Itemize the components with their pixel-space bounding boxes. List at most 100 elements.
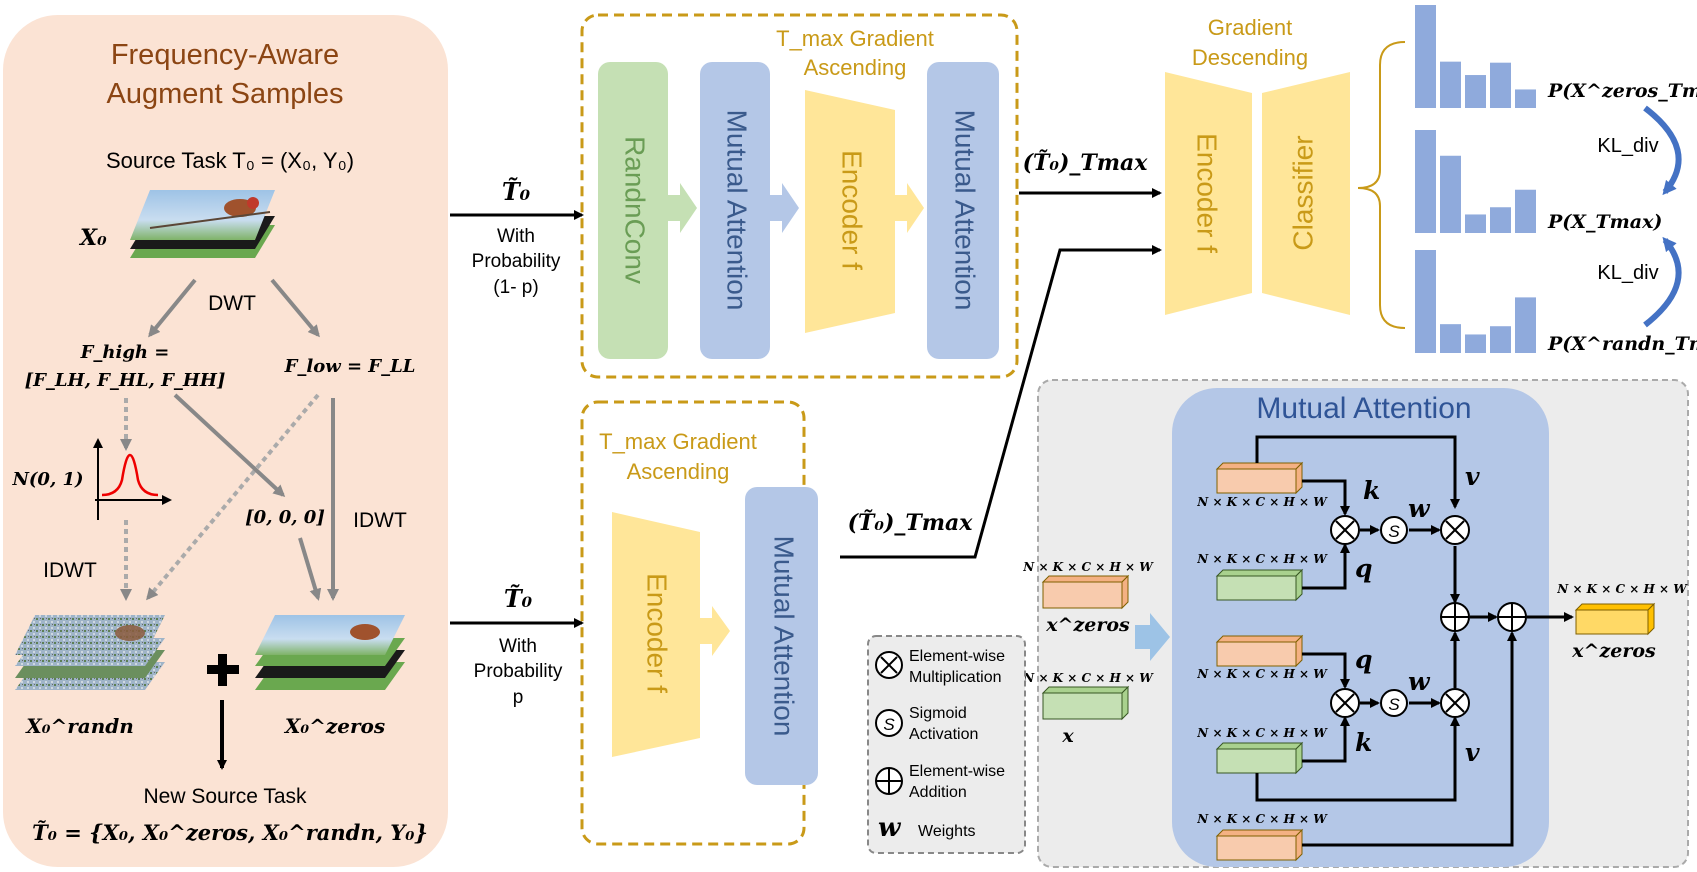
- upper-ma2-label: Mutual Attention: [950, 110, 981, 311]
- bars-zeros-bar-2: [1465, 75, 1486, 108]
- multiply-op-upper-v: [1440, 515, 1470, 545]
- dim-label-xzeros: N × K × C × H × W: [1022, 560, 1154, 574]
- idwt-left-label: IDWT: [43, 559, 97, 582]
- input-flow-arrow: [1135, 613, 1170, 661]
- k-upper-cuboid: [1215, 461, 1304, 495]
- v-label-lower: v: [1465, 738, 1480, 767]
- bars-plain-bar-3: [1490, 207, 1511, 233]
- add-op-residual: [1497, 602, 1527, 632]
- legend-sig-line1: Sigmoid: [909, 705, 967, 722]
- legend-mult-line2: Multiplication: [909, 669, 1001, 686]
- k-label-upper: k: [1363, 476, 1380, 505]
- sigmoid-op-lower: S: [1380, 689, 1408, 717]
- randn-image-stack: [15, 615, 165, 690]
- kl-upper-label: KL_div: [1597, 135, 1658, 157]
- legend-w-symbol: w: [878, 813, 902, 843]
- upper-flow-arrow-1: [668, 183, 697, 233]
- upper-prob-line2: Probability: [472, 251, 561, 272]
- kl-lower-label: KL_div: [1597, 262, 1658, 284]
- descending-encoder-block: [1165, 72, 1252, 315]
- upper-encoder-block: [805, 90, 895, 333]
- bars-plain-chart: [1415, 130, 1536, 233]
- q-label-lower: q: [1355, 645, 1372, 674]
- legend-box: [867, 635, 1026, 854]
- q-upper-cuboid: [1215, 568, 1304, 602]
- w-label-lower: w: [1408, 667, 1431, 696]
- bars-randn-chart: [1415, 250, 1536, 353]
- bars-randn-bar-2: [1465, 334, 1486, 353]
- xzeros-input-cuboid: [1041, 574, 1130, 610]
- mutual-attention-detail: Mutual Attention N × K × C × H × W x^zer…: [1022, 379, 1689, 868]
- upper-header-line1: T_max Gradient: [776, 26, 934, 51]
- upper-ma1-label: Mutual Attention: [722, 110, 753, 311]
- legend-add-icon: [875, 767, 903, 795]
- residual-cuboid: [1215, 828, 1304, 862]
- augment-panel: Frequency-Aware Augment Samples Source T…: [3, 15, 448, 867]
- legend-add-line2: Addition: [909, 784, 967, 801]
- lower-flow-arrow: [700, 606, 730, 656]
- upper-output-label: (T̃₀)_Tmax: [1023, 150, 1149, 176]
- lower-prob-line1: With: [499, 636, 537, 657]
- bars-zeros-bar-3: [1490, 62, 1511, 108]
- upper-input-symbol: T̃₀: [502, 177, 531, 206]
- f-low-label: F_low = F_LL: [284, 356, 416, 377]
- zeros-to-image-arrow: [298, 537, 322, 601]
- dim-label-3: N × K × C × H × W: [1196, 667, 1328, 681]
- svg-text:S: S: [883, 715, 895, 734]
- descending-header-line2: Descending: [1192, 45, 1308, 70]
- f-low-to-randn-arrow: [146, 393, 320, 601]
- dwt-arrow-left: [148, 278, 197, 338]
- x0-zeros-label: X₀^zeros: [283, 714, 385, 738]
- legend-sigmoid-icon: S: [875, 709, 903, 737]
- w-label-upper: w: [1408, 494, 1431, 523]
- idwt-right-label: IDWT: [353, 509, 407, 532]
- lower-prob-line3: p: [513, 687, 524, 708]
- upper-flow-arrow-3: [895, 183, 924, 233]
- f-high-line2: [F_LH, F_HL, F_HH]: [25, 370, 226, 391]
- lower-input-symbol: T̃₀: [504, 584, 533, 613]
- svg-text:S: S: [1388, 695, 1400, 714]
- svg-text:S: S: [1388, 522, 1400, 541]
- q-lower-cuboid: [1215, 634, 1304, 668]
- panel-title-line1: Frequency-Aware: [111, 39, 339, 71]
- legend-multiply-icon: [875, 651, 903, 679]
- upper-flow-arrow-2: [770, 183, 799, 233]
- normal-dist-label: N(0, 1): [11, 469, 83, 490]
- lower-encoder-block: [612, 512, 700, 757]
- plus-icon: [207, 654, 239, 686]
- multiply-op-upper-qk: [1330, 515, 1360, 545]
- p-zeros-label: P(X^zeros_Tmax): [1547, 80, 1697, 102]
- p-randn-label: P(X^randn_Tmax): [1547, 333, 1697, 355]
- dwt-label: DWT: [208, 292, 256, 315]
- multiply-op-lower-qk: [1330, 688, 1360, 718]
- legend-mult-line1: Element-wise: [909, 648, 1005, 665]
- source-image-stack: [130, 190, 275, 258]
- lower-encoder-label: Encoder f: [642, 573, 673, 693]
- legend: Element-wise Multiplication S Sigmoid Ac…: [867, 635, 1026, 854]
- lower-output-label: (T̃₀)_Tmax: [848, 510, 974, 536]
- lower-attention-wiring: [1255, 612, 1574, 847]
- lower-header-line1: T_max Gradient: [599, 429, 757, 454]
- k-lower-cuboid: [1215, 741, 1304, 775]
- f-high-line1: F_high =: [80, 342, 170, 363]
- bars-randn-bar-1: [1440, 324, 1461, 353]
- x-input-label: x: [1061, 725, 1074, 747]
- bars-zeros-bar-0: [1415, 5, 1436, 108]
- upper-mutual-attention-block-1: [700, 62, 770, 359]
- lower-ma-label: Mutual Attention: [769, 536, 800, 737]
- classifier-label: Classifier: [1287, 135, 1318, 250]
- p-plain-label: P(X_Tmax): [1547, 211, 1662, 233]
- bars-zeros-chart: [1415, 5, 1536, 108]
- dim-label-2: N × K × C × H × W: [1196, 552, 1328, 566]
- legend-add-line1: Element-wise: [909, 763, 1005, 780]
- bars-zeros-bar-1: [1440, 61, 1461, 108]
- lower-header-line2: Ascending: [627, 459, 730, 484]
- add-op-middle: [1440, 602, 1470, 632]
- lower-branch: T̃₀ With Probability p T_max Gradient As…: [450, 400, 818, 846]
- kl-lower-arrow: [1643, 236, 1682, 328]
- upper-encoder-label: Encoder f: [837, 150, 868, 270]
- zeros-image-stack: [255, 615, 405, 690]
- gaussian-plot-icon: [93, 438, 172, 520]
- new-task-line1: New Source Task: [143, 785, 307, 808]
- legend-w-label: Weights: [918, 823, 976, 840]
